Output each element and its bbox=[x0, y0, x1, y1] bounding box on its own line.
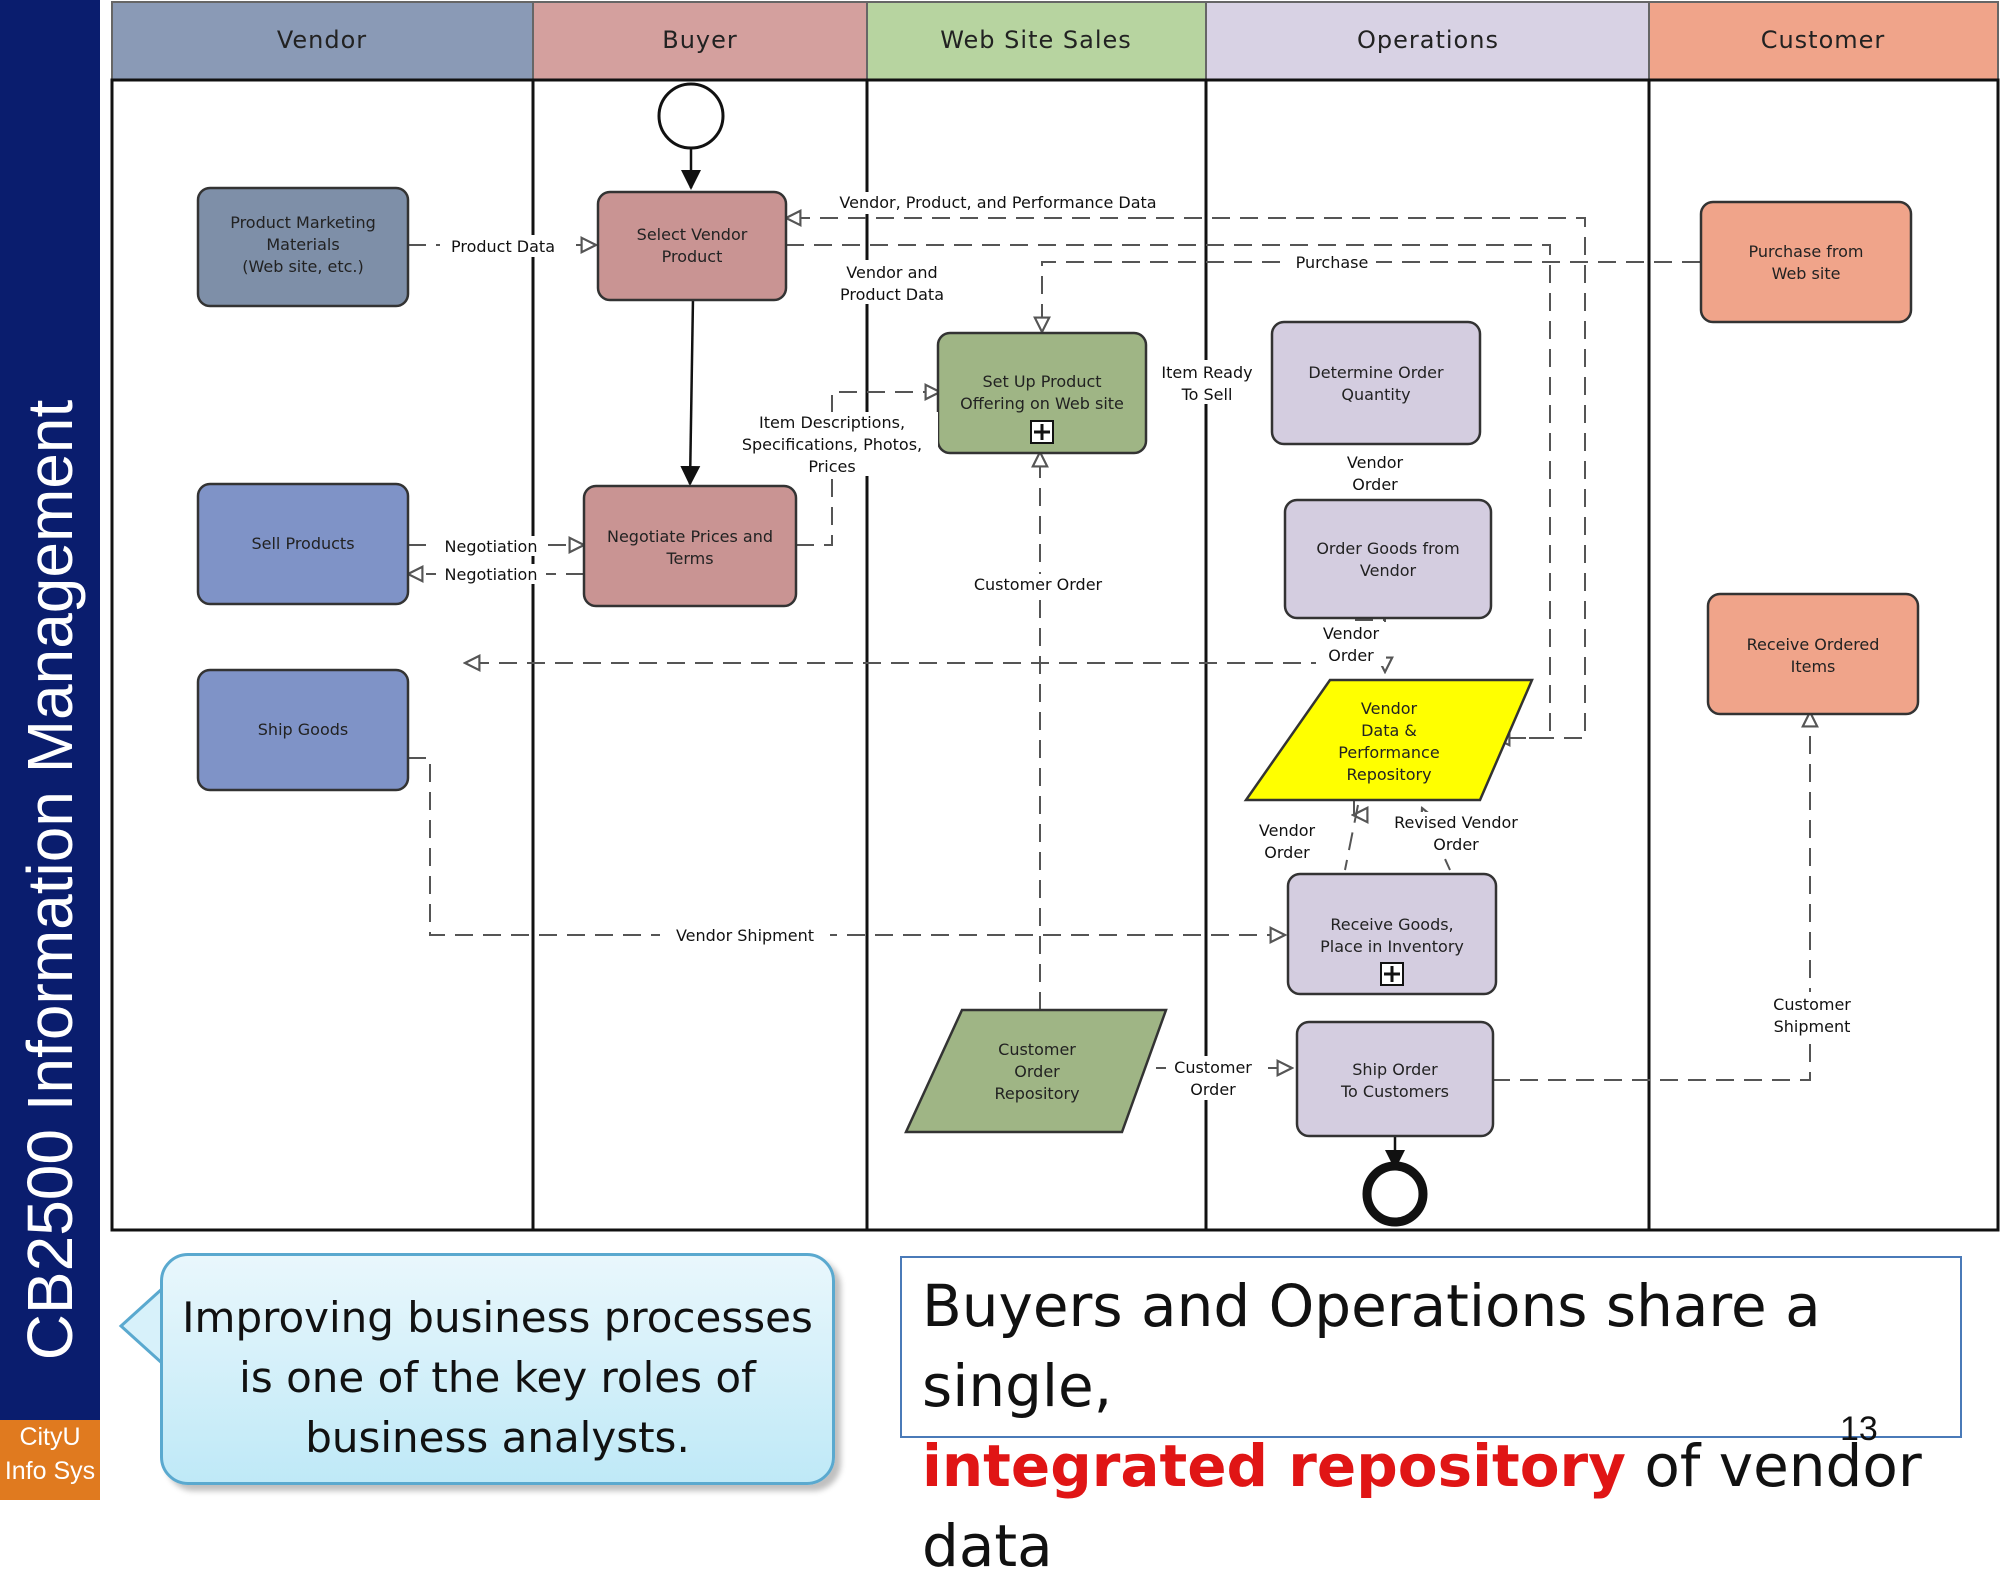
task-determine-order-quantity[interactable] bbox=[1270, 320, 1482, 446]
flow-label-purchase: Purchase bbox=[1296, 253, 1369, 272]
task-negotiate-prices[interactable] bbox=[582, 484, 798, 608]
task-setup-product-offering[interactable] bbox=[936, 331, 1148, 455]
cityu-logo: CityU Info Sys bbox=[0, 1420, 100, 1500]
customer-order-repository[interactable] bbox=[904, 1008, 1168, 1134]
lane-title-buyer: Buyer bbox=[662, 26, 738, 54]
logo-line-2: Info Sys bbox=[4, 1457, 96, 1485]
plus-mark-icon-2 bbox=[1384, 966, 1400, 982]
callout-tail bbox=[118, 1286, 165, 1366]
start-event bbox=[657, 82, 725, 150]
task-select-vendor-product[interactable] bbox=[596, 190, 788, 302]
lane-title-vendor: Vendor bbox=[277, 26, 367, 54]
logo-line-1: CityU bbox=[19, 1423, 81, 1451]
sidebar: CB2500 Information Management CityU Info… bbox=[0, 0, 100, 1500]
task-sell-products-label: Sell Products bbox=[251, 534, 354, 553]
lane-title-web-site-sales: Web Site Sales bbox=[940, 26, 1132, 54]
lane-title-customer: Customer bbox=[1761, 26, 1886, 54]
flow-label-product-data: Product Data bbox=[451, 237, 555, 256]
flow-label-vendor-product-performance: Vendor, Product, and Performance Data bbox=[839, 193, 1156, 212]
swimlane-diagram: Vendor Buyer Web Site Sales Operations C… bbox=[110, 1, 2000, 1232]
lane-header-websales-bg bbox=[866, 1, 1207, 81]
flow-label-negotiation-2: Negotiation bbox=[445, 565, 538, 584]
key-message-box: Buyers and Operations share a single, in… bbox=[900, 1256, 1962, 1580]
callout-box: Improving business processes is one of t… bbox=[160, 1253, 835, 1485]
lane-header-operations-bg bbox=[1205, 1, 1650, 81]
flow-label-customer-order: Customer Order bbox=[974, 575, 1103, 594]
lane-header-buyer-bg bbox=[532, 1, 868, 81]
task-receive-ordered-items[interactable] bbox=[1706, 592, 1920, 716]
page-number: 13 bbox=[1840, 1410, 1878, 1448]
task-order-goods-from-vendor[interactable] bbox=[1283, 498, 1493, 620]
key-message-highlight: integrated repository bbox=[922, 1432, 1626, 1500]
callout-line-3: business analysts. bbox=[305, 1413, 690, 1462]
task-receive-goods[interactable] bbox=[1286, 872, 1498, 996]
flow-label-item-descriptions: Item Descriptions,Specifications, Photos… bbox=[742, 413, 922, 476]
course-title: CB2500 Information Management bbox=[14, 399, 86, 1361]
key-message-line-2: integrated repository of vendor data bbox=[922, 1426, 1960, 1586]
lane-title-operations: Operations bbox=[1357, 26, 1499, 54]
task-sell-products[interactable] bbox=[196, 482, 410, 606]
key-message-line-1: Buyers and Operations share a single, bbox=[922, 1272, 1821, 1420]
task-ship-order[interactable] bbox=[1295, 1020, 1495, 1138]
task-product-marketing[interactable] bbox=[196, 186, 410, 308]
task-purchase-from-website[interactable] bbox=[1699, 200, 1913, 324]
lane-header-vendor-bg bbox=[111, 1, 534, 81]
callout-line-2: is one of the key roles of bbox=[239, 1353, 756, 1402]
callout-line-1: Improving business processes bbox=[182, 1293, 813, 1342]
task-ship-goods-label: Ship Goods bbox=[258, 720, 348, 739]
end-event bbox=[1362, 1161, 1428, 1227]
task-receive-goods-label: Receive Goods,Place in Inventory bbox=[1320, 915, 1464, 956]
flow-label-negotiation-1: Negotiation bbox=[445, 537, 538, 556]
flow-label-vendor-shipment: Vendor Shipment bbox=[676, 926, 814, 945]
vendor-data-performance-repository[interactable] bbox=[1243, 678, 1534, 802]
task-ship-goods[interactable] bbox=[196, 668, 410, 792]
lane-headers: Vendor Buyer Web Site Sales Operations C… bbox=[111, 1, 1999, 81]
plus-mark-icon bbox=[1034, 424, 1050, 440]
